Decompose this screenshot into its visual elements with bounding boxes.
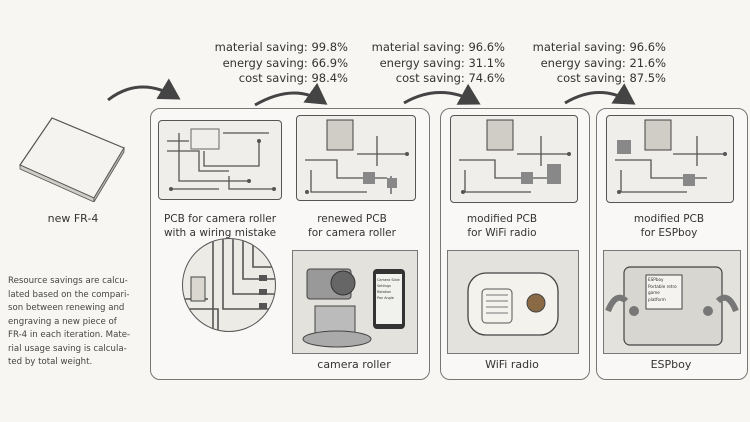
savings-block-2: material saving: 96.6% energy saving: 31… — [357, 40, 505, 87]
caption-stage-4: modified PCB for ESPboy — [633, 213, 705, 239]
resource-savings-note: Resource savings are calcu- lated based … — [8, 276, 131, 367]
pcb-renewed-camera-roller — [296, 115, 416, 201]
caption-stage-1: PCB for camera roller with a wiring mist… — [163, 213, 277, 239]
espboy-image: ESPboy Portable retro game platform — [603, 250, 741, 354]
material-saving: material saving: 99.8% — [214, 40, 348, 54]
fr4-blank-board — [19, 117, 125, 202]
savings-block-3: material saving: 96.6% energy saving: 21… — [518, 40, 666, 87]
arrow-stage3-to-stage4 — [564, 83, 636, 105]
arrow-new-to-first — [107, 78, 181, 102]
material-saving: material saving: 96.6% — [532, 40, 666, 54]
pcb-wifi-radio — [450, 115, 578, 203]
phone-screen: Camera Slide Settings Rotation Pan Angle — [377, 278, 400, 300]
zoom-detail-circle — [182, 238, 276, 332]
energy-saving: energy saving: 31.1% — [379, 55, 505, 70]
caption-stage-2: renewed PCB for camera roller — [308, 213, 396, 239]
pcb-espboy — [606, 115, 734, 203]
arrow-stage2-to-stage3 — [403, 83, 481, 105]
product-label-espboy: ESPboy — [650, 358, 692, 371]
espboy-screen: ESPboy Portable retro game platform — [648, 277, 677, 302]
savings-block-1: material saving: 99.8% energy saving: 66… — [200, 40, 348, 87]
cost-saving: cost saving: 87.5% — [556, 71, 666, 85]
cost-saving: cost saving: 98.4% — [238, 71, 348, 85]
caption-stage-3: modified PCB for WiFi radio — [466, 213, 538, 239]
product-label-wifi-radio: WiFi radio — [485, 358, 539, 371]
energy-saving: energy saving: 21.6% — [540, 55, 666, 70]
cost-saving: cost saving: 74.6% — [395, 71, 505, 85]
fr4-label: new FR-4 — [47, 212, 99, 225]
product-label-camera-roller: camera roller — [317, 358, 391, 371]
wifi-radio-image — [447, 250, 579, 354]
arrow-stage1-to-stage2 — [254, 82, 328, 107]
material-saving: material saving: 96.6% — [371, 40, 505, 54]
pcb-wiring-mistake — [158, 120, 282, 200]
energy-saving: energy saving: 66.9% — [222, 55, 348, 70]
camera-roller-image: Camera Slide Settings Rotation Pan Angle — [292, 250, 418, 354]
